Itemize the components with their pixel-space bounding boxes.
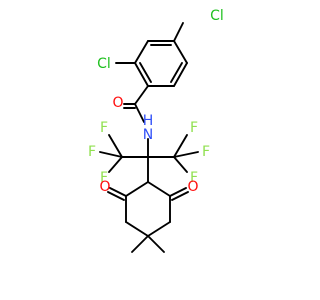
ring-carbonyl-bond: [134, 85, 149, 105]
atom-cl-ortho: Cl: [97, 56, 111, 72]
atom-f-right-bottom: F: [190, 170, 198, 186]
methyl-bond: [147, 235, 165, 253]
c-o-double-bond: [169, 187, 187, 197]
c-o-double-bond: [171, 191, 189, 201]
atom-h-amide: H: [143, 113, 154, 129]
c-f-bond: [173, 134, 188, 158]
c-o-double-bond: [107, 191, 125, 201]
atom-f-left-mid: F: [88, 144, 96, 160]
c-f-bond: [173, 151, 199, 158]
c-f-bond: [99, 151, 123, 158]
atom-label-layer: Cl Cl O N H F F F F F F O O: [88, 8, 224, 195]
c-n-bond: [134, 103, 145, 123]
atom-o-ketone-left: O: [99, 179, 110, 195]
atom-f-right-top: F: [190, 120, 198, 136]
atom-f-left-top: F: [100, 120, 108, 136]
atom-cl-top: Cl: [210, 8, 224, 24]
ring-bond: [134, 40, 149, 64]
methyl-bond: [131, 235, 149, 253]
structure-diagram: Cl Cl O N H F F F F F F O O: [0, 0, 300, 300]
c-f-bond: [108, 156, 123, 173]
ring-bond: [173, 62, 188, 87]
atom-f-right-mid: F: [202, 144, 210, 160]
ring2-bond: [147, 221, 171, 237]
c-f-bond: [108, 134, 123, 158]
ring2-bond: [125, 181, 149, 197]
c-o-double-bond: [109, 187, 127, 197]
ring-double-bond: [170, 62, 183, 83]
ring2-bond: [147, 181, 171, 197]
ring-double-bond: [139, 62, 152, 83]
ring-bond: [173, 40, 188, 64]
canvas-background: [0, 0, 300, 300]
ring2-bond: [125, 221, 149, 237]
c-cl-bond: [173, 22, 184, 42]
c-f-bond: [173, 156, 188, 173]
bond-layer: [99, 22, 199, 253]
atom-o-carbonyl: O: [112, 95, 123, 111]
atom-f-left-bottom: F: [100, 170, 108, 186]
atom-o-ketone-right: O: [187, 179, 198, 195]
ring-bond: [134, 62, 149, 87]
atom-n-amide: N: [143, 127, 153, 143]
